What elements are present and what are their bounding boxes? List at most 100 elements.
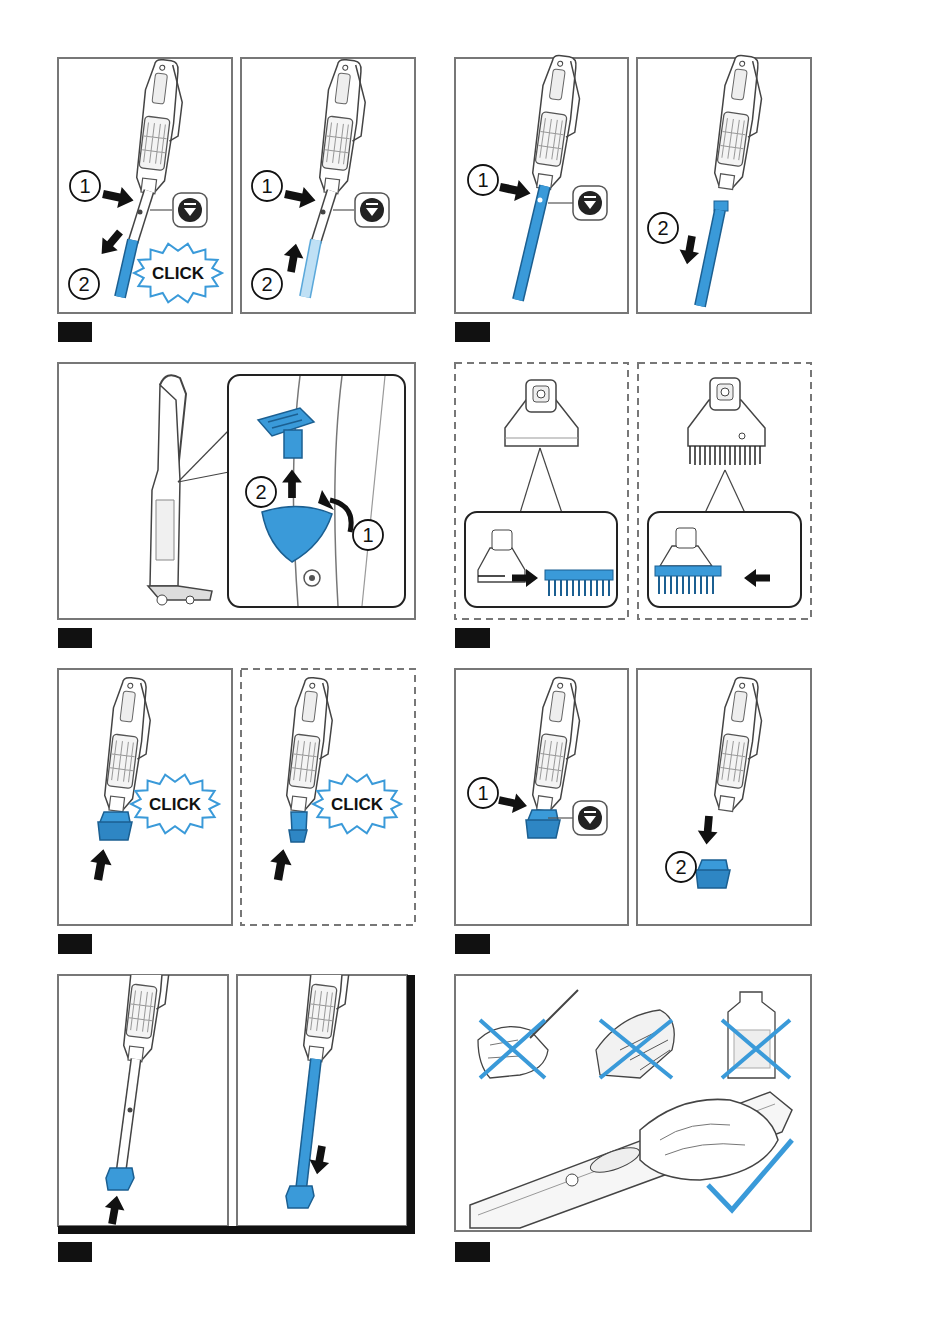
panel-cleaning-part [708,1140,792,1210]
panel-accessory-storage [148,375,405,607]
panel-nozzle-brush-on-part [549,580,609,596]
panel-tube-extend-part [94,226,128,261]
panel-nozzle-brush-off-part [690,446,760,465]
click-label: CLICK [152,265,204,282]
step-boxes-part [455,934,490,954]
panel-cleaning-part [530,990,578,1038]
panel-cleaning [470,990,792,1228]
callout-number: 2 [657,218,668,238]
panel-nozzle-brush-off-part [744,569,770,587]
panel-small-nozzle-attach-part [267,847,294,881]
callout-number: 1 [477,783,488,803]
panel-nozzle-attach-part [98,822,132,840]
panel-nozzle-brush-on-part [545,570,613,580]
panel-nozzle-brush-off-part [648,512,801,607]
click-burst [313,775,401,833]
step-boxes [58,322,490,1262]
panel-tube-extend-part [133,191,149,242]
click-bursts [131,244,401,833]
panel-tube-extend-part [138,210,143,215]
callout-number: 2 [261,274,272,294]
panel-nozzle-on-tube [102,975,174,1226]
panel-nozzle-brush-off-part [660,546,712,566]
panel-tube-attached [498,54,607,300]
panel-nozzle-brush-off-part [717,384,733,400]
panel-accessory-storage-part [304,570,320,586]
step-boxes-part [58,934,92,954]
panel-tube-retract-part [305,240,316,297]
panel-tube-retract-part [355,193,389,227]
panel-nozzle-on-tube-part [106,1168,134,1190]
callout-circles-part [252,171,282,201]
panel-tube-with-nozzle-part [301,1059,316,1190]
panel-accessory-storage-part [282,469,302,498]
step-boxes-part [58,1242,92,1262]
panel-tube-extend-part [133,191,149,242]
panel-accessory-storage-part [335,376,342,606]
panel-frames-part [241,669,415,925]
step-boxes-part [58,628,92,648]
callout-circles-part [648,213,678,243]
panel-nozzle-attach [87,676,155,882]
panel-tube-retract-part [316,191,332,242]
callout-circles-part [69,269,99,299]
callout-number: 2 [255,482,266,502]
panel-tube-with-nozzle [286,975,354,1208]
panel-frames-part [58,363,415,619]
panel-nozzle-on-tube-part [121,1059,136,1172]
panel-tube-extend-part [150,209,172,210]
step-boxes-part [455,1242,490,1262]
panel-nozzle-removed-part [711,676,767,814]
panel-tube-retract-part [281,242,305,274]
panel-tube-extend-part [120,240,133,297]
panel-accessory-storage-part [262,506,332,562]
panel-nozzle-brush-off-part [659,576,713,594]
panel-accessory-storage-part [330,500,351,532]
panel-tube-attached-part [518,186,545,300]
step-boxes-part [58,322,92,342]
panel-nozzle-brush-on-part [537,390,545,398]
panel-frames-part [637,669,811,925]
panel-cleaning-part [587,1143,642,1178]
panel-frames-part [455,363,628,619]
panel-frames [58,58,811,1231]
callout-circles [69,165,696,882]
panel-nozzle-brush-off-part [705,470,725,513]
panel-nozzle-brush-on-part [526,380,556,412]
panel-nozzle-brush-on-part [478,575,505,577]
panel-nozzle-brush-off-part [655,566,721,576]
panel-nozzle-release-part [526,820,560,838]
click-burst [131,775,219,833]
panel-cleaning-part [566,1174,578,1186]
panel-tube-retract-part [305,240,316,297]
panel-nozzle-brush-on-part [505,438,578,439]
panel-nozzle-release [497,676,607,838]
callout-circles-part [70,171,100,201]
step-boxes-part [455,322,490,342]
panel-tube-attached-part [518,186,545,300]
panel-nozzle-brush-on-part [492,530,512,550]
panel-small-nozzle-attach [267,676,337,882]
frame-shadow-part [407,975,415,1234]
panel-cleaning-part [596,1010,674,1078]
panel-tube-removed-part [700,210,720,306]
panel-nozzle-removed [696,676,767,888]
panel-nozzle-on-tube-part [120,975,174,1064]
panel-nozzle-brush-on-part [465,512,617,607]
panel-cleaning-part [640,1099,778,1180]
panel-accessory-storage-part [178,430,229,482]
panel-cleaning-part [722,1020,790,1078]
panel-frames-part [58,669,232,925]
panel-accessory-storage-part [156,500,174,560]
panel-cleaning-part [600,1020,672,1078]
panel-nozzle-on-tube-part [102,1194,126,1226]
panel-frames-part [58,58,232,313]
panel-cleaning-part [480,1020,545,1078]
callout-circles-part [246,477,276,507]
panel-tube-attached-part [538,198,543,203]
panel-nozzle-on-tube-part [128,1108,133,1113]
panel-small-nozzle-attach-part [291,812,307,832]
callout-circles-part [252,269,282,299]
callout-number: 1 [362,525,373,545]
